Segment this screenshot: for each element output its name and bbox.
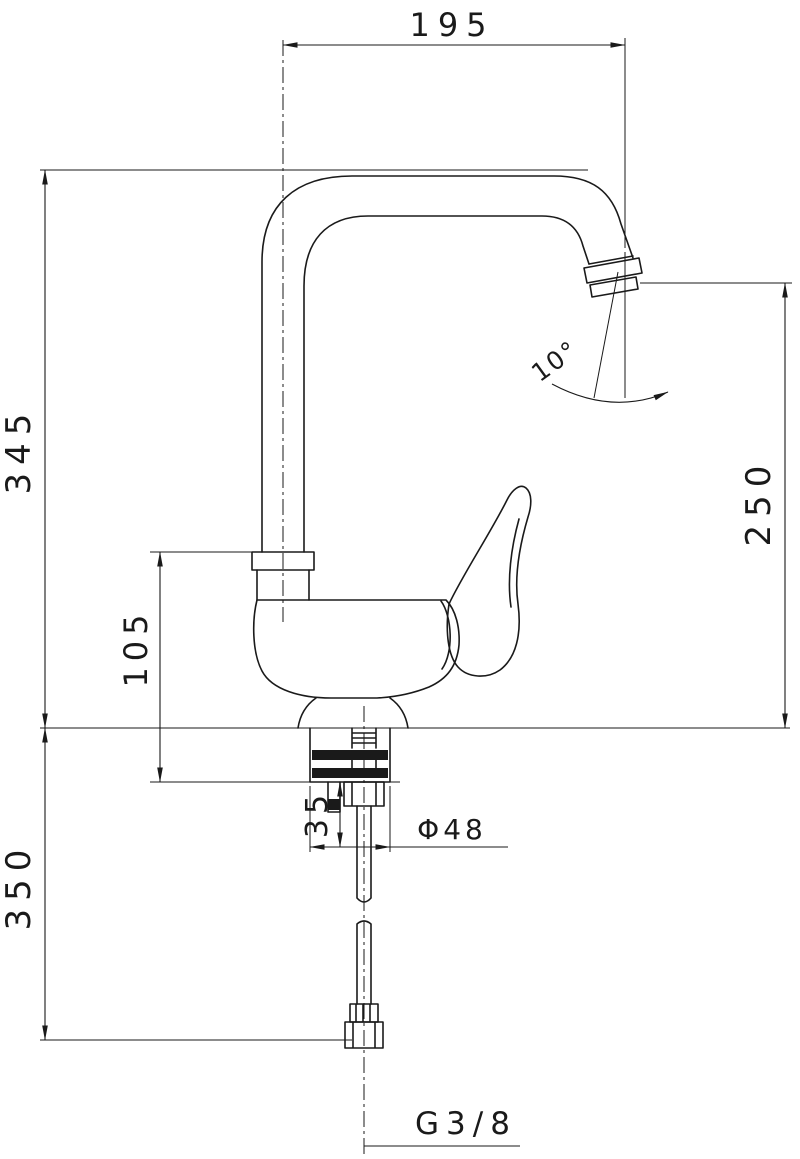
centerlines bbox=[282, 40, 365, 1156]
spout-inner-edge bbox=[303, 215, 590, 553]
rubber-washer-bottom bbox=[312, 768, 388, 778]
dimension-below-deck-length: 350 bbox=[0, 727, 48, 1041]
thread-text: G3/8 bbox=[415, 1106, 517, 1142]
rubber-washer-top bbox=[312, 750, 388, 760]
aerator-tip bbox=[589, 276, 639, 298]
angle-tilted-ref bbox=[593, 271, 619, 399]
dimension-base-diameter: Φ48 bbox=[309, 813, 508, 850]
mounting-hardware bbox=[309, 727, 391, 1049]
spout-end-face bbox=[588, 255, 634, 265]
mixer-body bbox=[252, 599, 460, 699]
handle-joint bbox=[440, 600, 451, 670]
supply-hose-lower bbox=[356, 920, 372, 1005]
base-flare bbox=[297, 697, 409, 729]
dimension-total-height: 345 bbox=[0, 169, 48, 729]
dim-105-text: 105 bbox=[117, 608, 155, 687]
extension-lines bbox=[40, 38, 792, 1041]
angle-text: 10° bbox=[526, 335, 584, 388]
dimension-body-height: 105 bbox=[117, 551, 163, 783]
faucet-outline bbox=[251, 175, 643, 729]
aerator-collar bbox=[583, 257, 643, 284]
dim-350-text: 350 bbox=[0, 842, 39, 931]
hose-connector-nut bbox=[344, 1021, 384, 1049]
mount-ring bbox=[251, 551, 315, 571]
dim-phi48-text: Φ48 bbox=[417, 813, 487, 846]
spout-outer-edge bbox=[261, 175, 634, 553]
dimension-deck-thickness: 35 bbox=[300, 781, 343, 848]
fixing-stud-block bbox=[328, 799, 340, 810]
dimension-spout-angle: 10° bbox=[526, 252, 669, 403]
angle-arc bbox=[551, 383, 669, 403]
dim-35-text: 35 bbox=[300, 790, 335, 838]
dimension-spout-height: 250 bbox=[739, 282, 788, 729]
dim-250-text: 250 bbox=[739, 458, 779, 547]
neck-sides bbox=[256, 569, 310, 601]
thread-callout: G3/8 bbox=[364, 1106, 520, 1147]
lever-handle bbox=[446, 485, 532, 677]
dimension-spout-reach: 195 bbox=[282, 6, 626, 48]
lever-accent-line bbox=[508, 518, 520, 608]
dim-195-text: 195 bbox=[409, 6, 494, 44]
dim-345-text: 345 bbox=[0, 406, 39, 495]
